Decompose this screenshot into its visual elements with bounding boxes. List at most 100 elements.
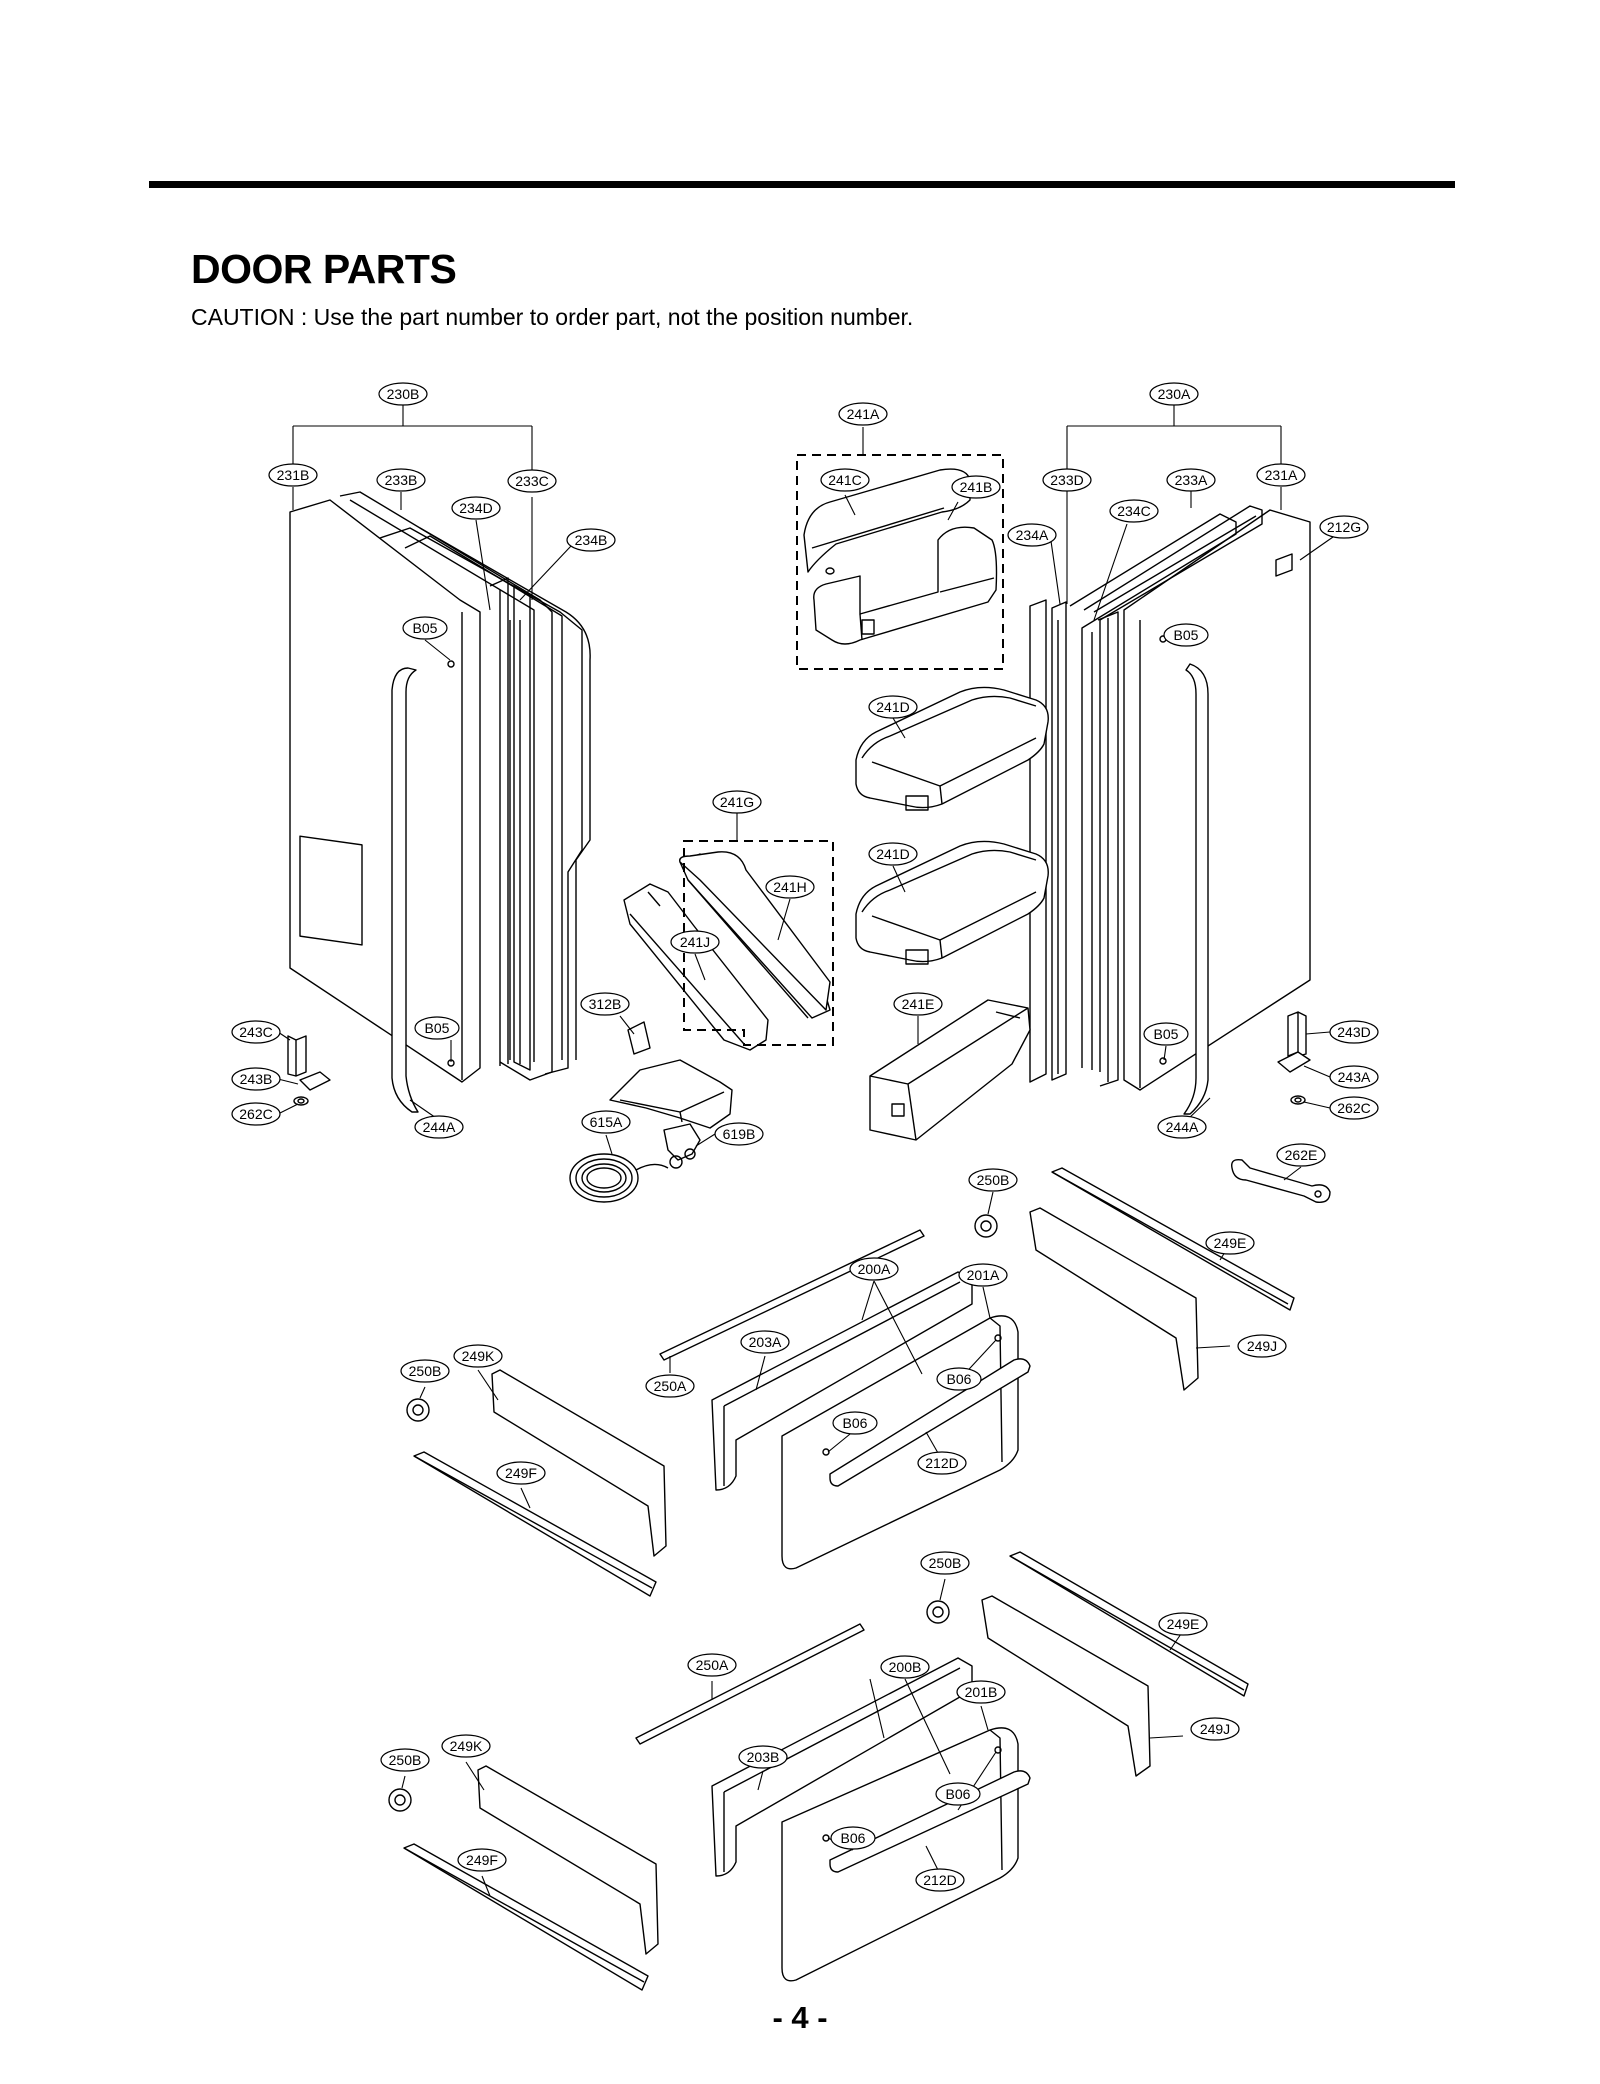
part-label: 203B xyxy=(738,1745,788,1769)
svg-text:249K: 249K xyxy=(462,1348,495,1364)
lower-drawer-assembly xyxy=(388,1551,1249,1991)
part-label: B05 xyxy=(1163,623,1209,647)
svg-text:233C: 233C xyxy=(515,473,548,489)
svg-text:233A: 233A xyxy=(1175,472,1208,488)
bin-241A-drawing xyxy=(803,468,998,645)
svg-text:241D: 241D xyxy=(876,699,909,715)
page-number: - 4 - xyxy=(772,2000,828,2035)
part-label: 243C xyxy=(231,1020,281,1044)
svg-text:201B: 201B xyxy=(965,1684,998,1700)
svg-text:262C: 262C xyxy=(1337,1100,1370,1116)
leader-lines xyxy=(277,405,1334,1897)
part-label: 262C xyxy=(231,1102,281,1126)
part-label: 241H xyxy=(765,875,815,899)
svg-text:262C: 262C xyxy=(239,1106,272,1122)
part-label: 200B xyxy=(880,1655,930,1679)
bin-241G-group-box xyxy=(683,840,834,1046)
part-label: 243D xyxy=(1329,1020,1379,1044)
page-title: DOOR PARTS xyxy=(191,246,457,292)
part-label: 201A xyxy=(958,1263,1008,1287)
part-label: 234C xyxy=(1109,499,1159,523)
left-hinge-parts xyxy=(287,1035,331,1106)
part-label: 230B xyxy=(378,382,428,406)
part-label: 249F xyxy=(457,1848,507,1872)
svg-text:230B: 230B xyxy=(387,386,420,402)
svg-text:241J: 241J xyxy=(680,934,710,950)
part-label: 201B xyxy=(956,1680,1006,1704)
svg-text:243A: 243A xyxy=(1338,1069,1371,1085)
part-label: 234B xyxy=(566,528,616,552)
part-label: 212G xyxy=(1319,515,1369,539)
svg-text:B05: B05 xyxy=(413,620,438,636)
svg-text:241H: 241H xyxy=(773,879,806,895)
part-label: B06 xyxy=(830,1826,876,1850)
part-label: 241C xyxy=(820,468,870,492)
part-label: 312B xyxy=(580,992,630,1016)
part-label: 243B xyxy=(231,1067,281,1091)
svg-text:241E: 241E xyxy=(902,996,935,1012)
part-label: B05 xyxy=(1143,1022,1189,1046)
right-hinge-parts xyxy=(1231,1011,1331,1203)
bin-241D-upper-drawing xyxy=(855,686,1049,811)
part-label: 241D xyxy=(868,842,918,866)
part-label: 249K xyxy=(441,1734,491,1758)
svg-text:231B: 231B xyxy=(277,467,310,483)
svg-text:234A: 234A xyxy=(1016,527,1049,543)
svg-text:241B: 241B xyxy=(960,479,993,495)
svg-text:249E: 249E xyxy=(1214,1235,1247,1251)
svg-text:B05: B05 xyxy=(1174,627,1199,643)
svg-text:234D: 234D xyxy=(459,500,492,516)
part-label: 233D xyxy=(1042,468,1092,492)
svg-text:233B: 233B xyxy=(385,472,418,488)
svg-text:250A: 250A xyxy=(654,1378,687,1394)
part-label: 249J xyxy=(1237,1334,1287,1358)
part-label: 249J xyxy=(1190,1717,1240,1741)
part-label: 250B xyxy=(968,1168,1018,1192)
part-label: B06 xyxy=(936,1367,982,1391)
part-label: 249E xyxy=(1205,1231,1255,1255)
svg-text:619B: 619B xyxy=(723,1126,756,1142)
part-label: 262E xyxy=(1276,1143,1326,1167)
part-label: 243A xyxy=(1329,1065,1379,1089)
header-rule xyxy=(149,181,1455,188)
svg-text:230A: 230A xyxy=(1158,386,1191,402)
part-label: 200A xyxy=(849,1257,899,1281)
svg-text:234B: 234B xyxy=(575,532,608,548)
part-label: 233C xyxy=(507,469,557,493)
svg-text:241D: 241D xyxy=(876,846,909,862)
part-label: 250A xyxy=(645,1374,695,1398)
svg-text:B05: B05 xyxy=(425,1020,450,1036)
part-label: 234D xyxy=(451,496,501,520)
part-label: B06 xyxy=(935,1782,981,1806)
svg-text:244A: 244A xyxy=(1166,1119,1199,1135)
part-label: 250A xyxy=(687,1653,737,1677)
svg-text:212D: 212D xyxy=(923,1872,956,1888)
part-label: 241J xyxy=(670,930,720,954)
part-label: 250B xyxy=(380,1748,430,1772)
svg-text:243C: 243C xyxy=(239,1024,272,1040)
bin-241G-drawing xyxy=(623,851,831,1051)
bin-241D-lower-drawing xyxy=(855,840,1049,965)
svg-text:262E: 262E xyxy=(1285,1147,1318,1163)
svg-text:B06: B06 xyxy=(947,1371,972,1387)
svg-text:200A: 200A xyxy=(858,1261,891,1277)
svg-text:241A: 241A xyxy=(847,406,880,422)
svg-text:250A: 250A xyxy=(696,1657,729,1673)
svg-text:249J: 249J xyxy=(1200,1721,1230,1737)
svg-text:212D: 212D xyxy=(925,1455,958,1471)
svg-text:234C: 234C xyxy=(1117,503,1150,519)
part-label: 249K xyxy=(453,1344,503,1368)
svg-text:B06: B06 xyxy=(946,1786,971,1802)
part-label: 250B xyxy=(920,1551,970,1575)
svg-text:243B: 243B xyxy=(240,1071,273,1087)
part-label: 241A xyxy=(838,402,888,426)
svg-text:200B: 200B xyxy=(889,1659,922,1675)
svg-text:250B: 250B xyxy=(929,1555,962,1571)
part-label: 241B xyxy=(951,475,1001,499)
part-label: 233A xyxy=(1166,468,1216,492)
part-label: 212D xyxy=(915,1868,965,1892)
part-label: B06 xyxy=(832,1411,878,1435)
part-label: 231B xyxy=(268,463,318,487)
svg-text:201A: 201A xyxy=(967,1267,1000,1283)
